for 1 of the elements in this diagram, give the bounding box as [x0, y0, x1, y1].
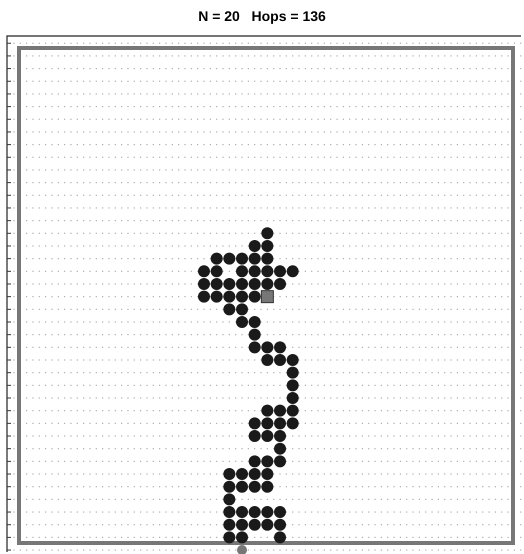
- chart-title: N = 20 Hops = 136: [198, 8, 326, 24]
